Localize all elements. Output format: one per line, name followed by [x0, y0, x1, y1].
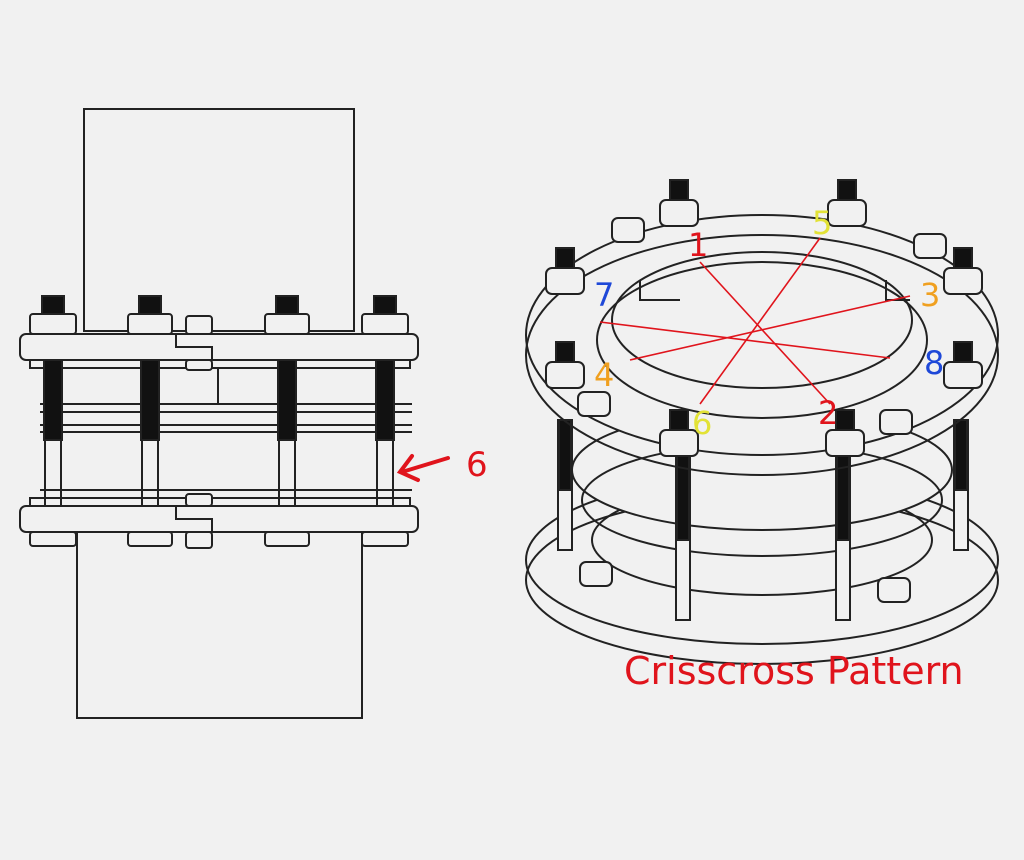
nut [877, 577, 911, 603]
bolt-head [545, 341, 585, 389]
bolt-head [827, 179, 867, 227]
stud-bolt [264, 295, 310, 547]
bolt-number-8: 8 [924, 344, 944, 382]
nut [913, 233, 947, 259]
lower-flange [19, 497, 419, 533]
bolt-head [943, 247, 983, 295]
stud-bolt [29, 295, 77, 547]
nut [579, 561, 613, 587]
bolt-head [943, 341, 983, 389]
bolt-number-4: 4 [594, 356, 614, 394]
bolt-head [659, 409, 699, 457]
crisscross-lines [599, 237, 911, 405]
center-bolt [185, 315, 213, 549]
bolt-number-5: 5 [812, 204, 832, 242]
upper-iso-flange [525, 214, 999, 476]
side-view [19, 108, 419, 719]
center-sleeve [40, 355, 412, 491]
nut [879, 409, 913, 435]
bolt-number-1: 1 [688, 226, 708, 264]
callout-number: 6 [466, 445, 488, 485]
bolt-number-6: 6 [692, 404, 712, 442]
nut [577, 391, 611, 417]
iso-view [525, 179, 999, 665]
nut [611, 217, 645, 243]
lower-pipe [76, 527, 363, 719]
red-arrow-left-icon [396, 454, 450, 482]
bolt-number-3: 3 [920, 276, 940, 314]
upper-pipe [83, 108, 355, 332]
iso-bolt-heads [545, 179, 983, 603]
crisscross-caption: Crisscross Pattern [624, 649, 964, 693]
bolt-head [545, 247, 585, 295]
bolt-head [659, 179, 699, 227]
upper-flange [19, 333, 419, 369]
bolt-sequence-numbers: 1 2 3 4 5 6 7 8 [594, 204, 944, 442]
stud-bolt [361, 295, 409, 547]
bolt-head [825, 409, 865, 457]
bolt-number-2: 2 [818, 394, 838, 432]
bolt-number-7: 7 [594, 276, 614, 314]
stud-bolts [29, 295, 409, 549]
stud-bolt [127, 295, 173, 547]
